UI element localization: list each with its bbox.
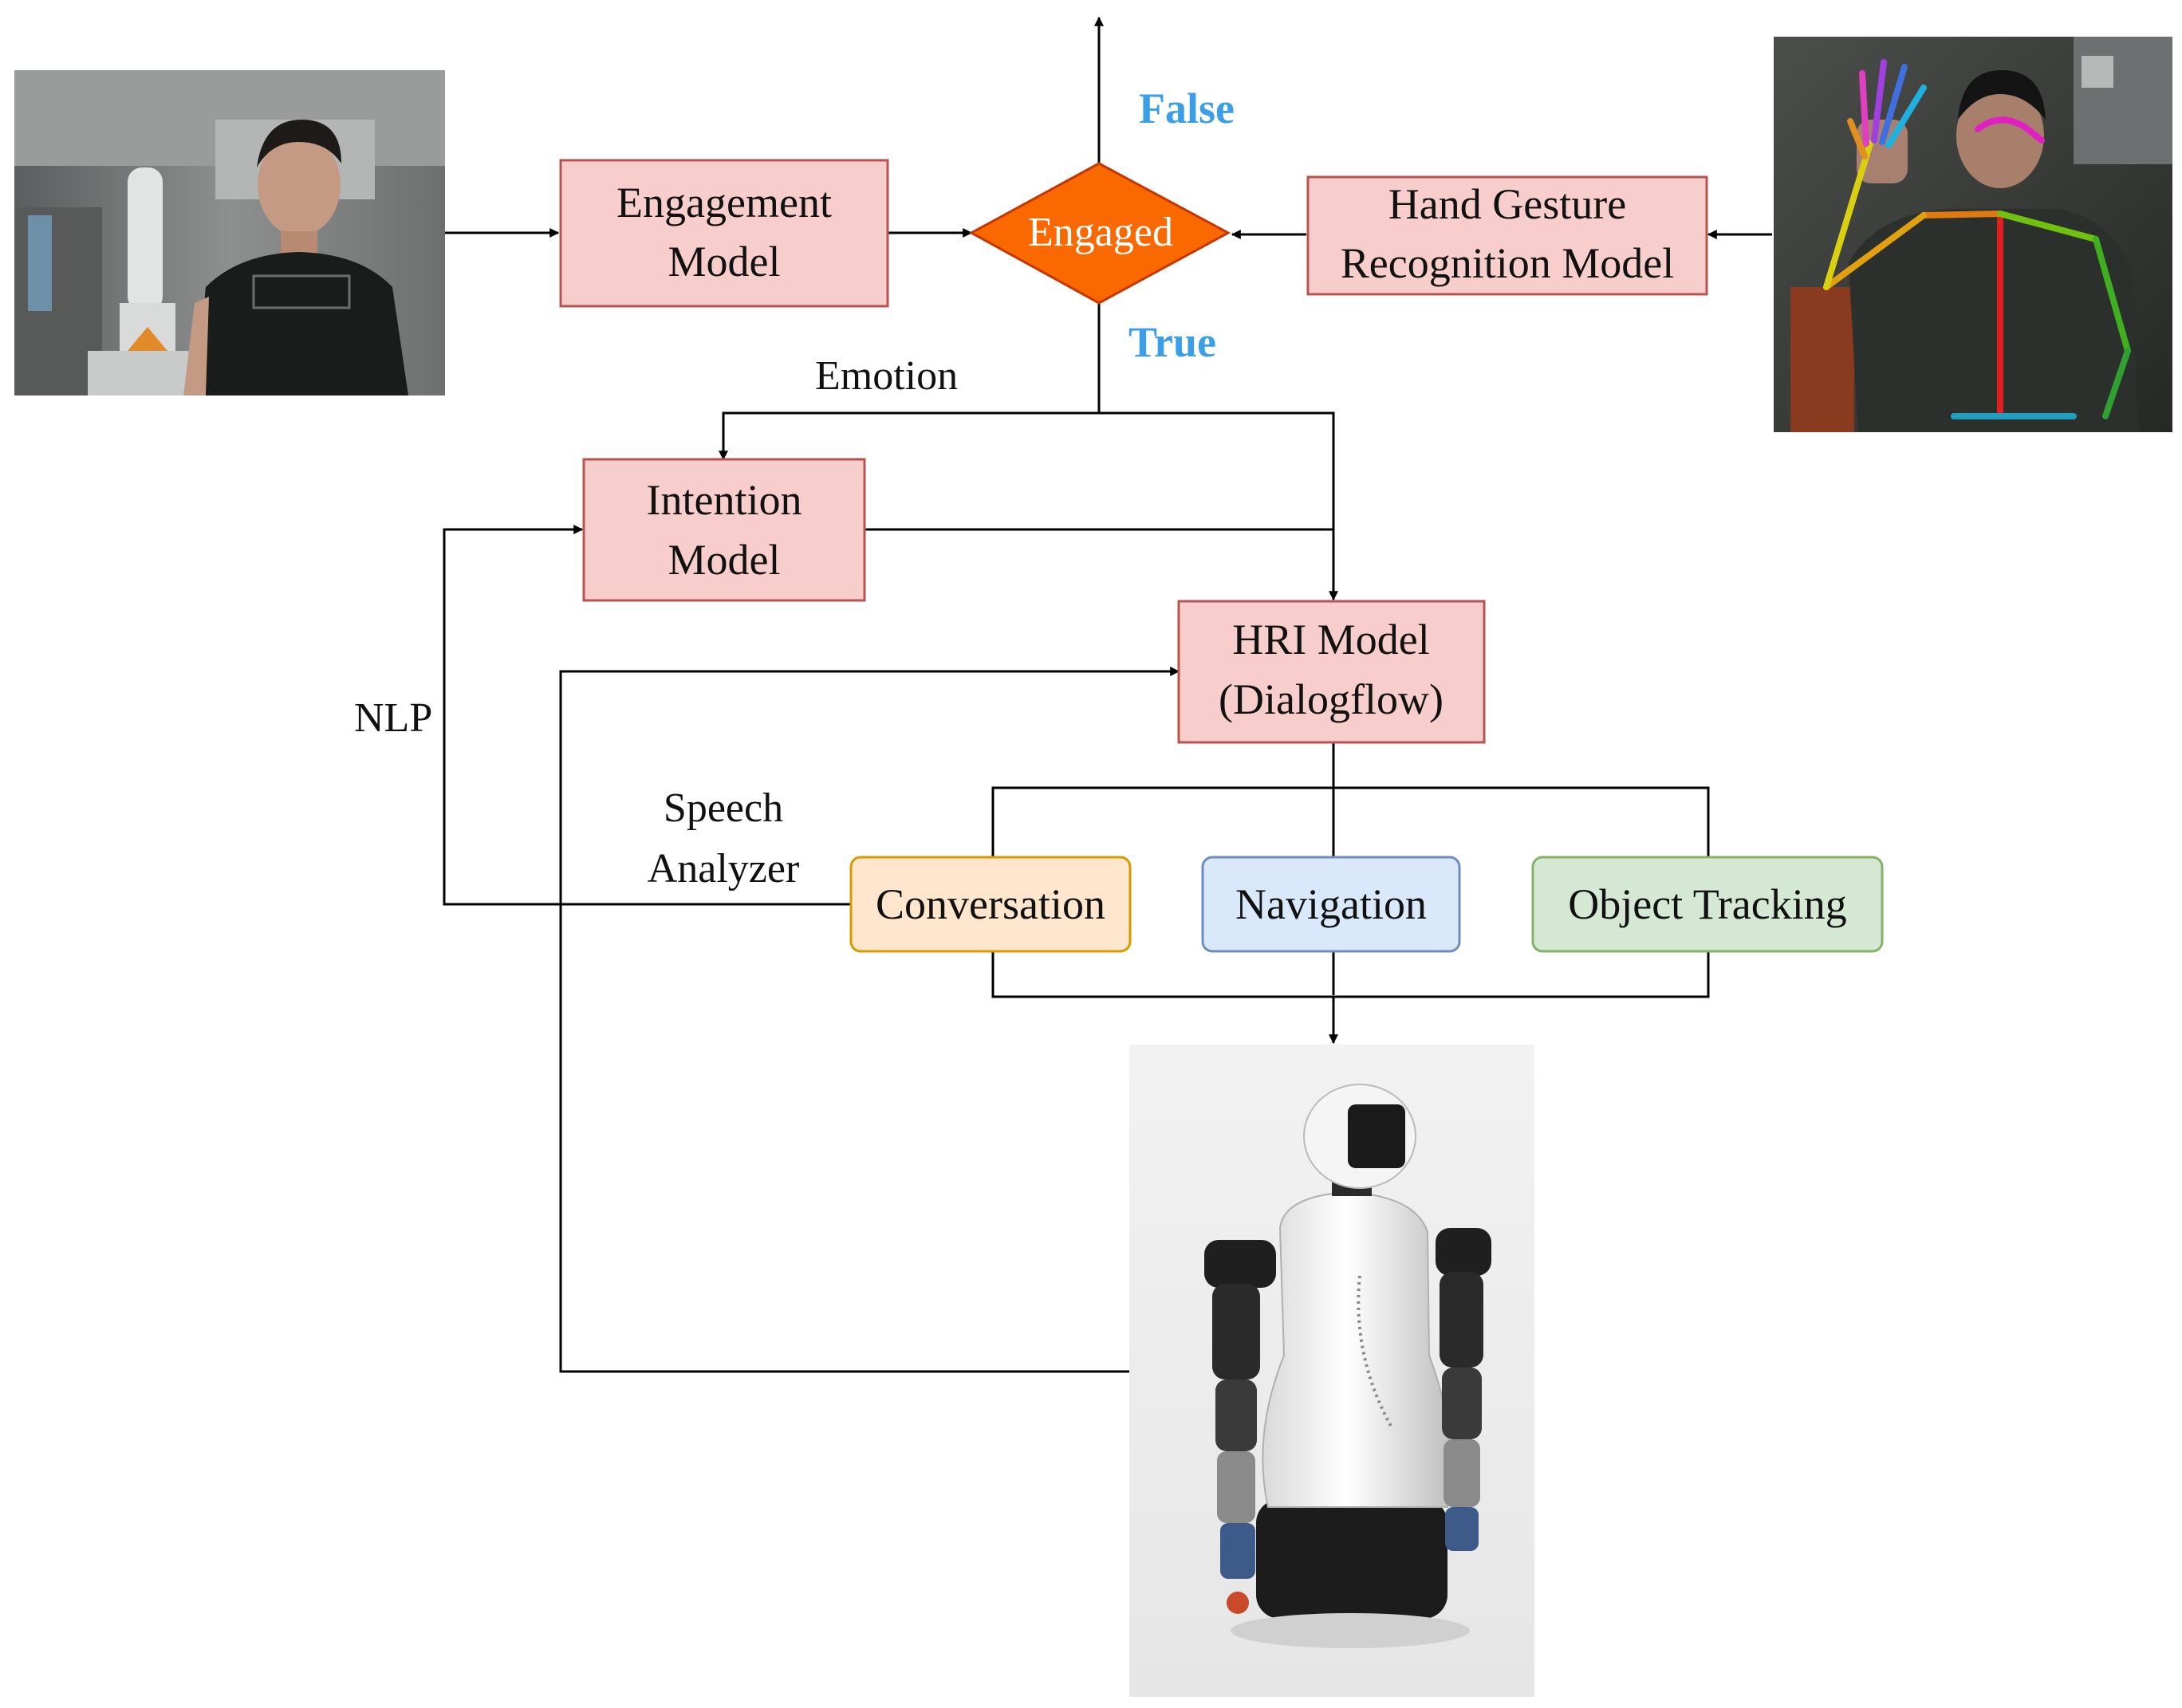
engaged-label: Engaged xyxy=(1028,210,1173,255)
intention-model-node: Intention Model xyxy=(582,458,866,602)
navigation-label: Navigation xyxy=(1235,880,1427,928)
intention-model-label-1: Intention xyxy=(647,476,802,524)
edge-robot-feedback xyxy=(559,667,1180,1373)
true-label: True xyxy=(1128,318,1216,366)
false-label: False xyxy=(1139,85,1235,132)
edge-nlp-loop xyxy=(443,525,851,906)
skeleton-view-photo xyxy=(1774,37,2172,432)
object-tracking-label: Object Tracking xyxy=(1568,880,1846,928)
conversation-box xyxy=(849,856,1132,953)
hri-model-box xyxy=(1177,600,1486,744)
edge-emotion-to-intention xyxy=(719,411,1099,461)
engaged-decision-node: Engaged xyxy=(968,162,1231,305)
engagement-model-label-2: Model xyxy=(668,238,781,285)
camera-view-photo xyxy=(14,70,445,396)
speech-analyzer-label-1: Speech xyxy=(664,785,783,831)
navigation-box xyxy=(1201,856,1461,953)
navigation-node: Navigation xyxy=(1201,856,1461,953)
hri-model-node: HRI Model (Dialogflow) xyxy=(1177,600,1486,744)
emotion-label: Emotion xyxy=(815,353,958,399)
object-tracking-node: Object Tracking xyxy=(1531,856,1884,953)
object-tracking-box xyxy=(1531,856,1884,953)
hand-gesture-model-node: Hand Gesture Recognition Model xyxy=(1306,175,1708,296)
hri-model-label-1: HRI Model xyxy=(1232,616,1429,663)
conversation-label: Conversation xyxy=(876,880,1105,928)
robot-render xyxy=(1129,1045,1534,1697)
engagement-model-node: Engagement Model xyxy=(559,159,889,308)
task-bracket-bottom xyxy=(991,951,1710,998)
hand-gesture-model-box xyxy=(1306,175,1708,296)
nlp-label: NLP xyxy=(354,695,432,741)
intention-model-label-2: Model xyxy=(668,536,781,584)
intention-model-box xyxy=(582,458,866,602)
hri-model-label-2: (Dialogflow) xyxy=(1219,675,1444,723)
hand-gesture-model-label-1: Hand Gesture xyxy=(1388,180,1626,228)
task-bracket-top xyxy=(991,786,1710,857)
engagement-model-box xyxy=(559,159,889,308)
engaged-diamond xyxy=(968,162,1231,305)
speech-analyzer-label-2: Analyzer xyxy=(648,846,800,891)
connectors xyxy=(443,16,1772,1373)
conversation-node: Conversation xyxy=(849,856,1132,953)
engagement-model-label-1: Engagement xyxy=(616,179,832,226)
edge-true-to-hri xyxy=(1099,411,1338,601)
hand-gesture-model-label-2: Recognition Model xyxy=(1341,239,1674,287)
